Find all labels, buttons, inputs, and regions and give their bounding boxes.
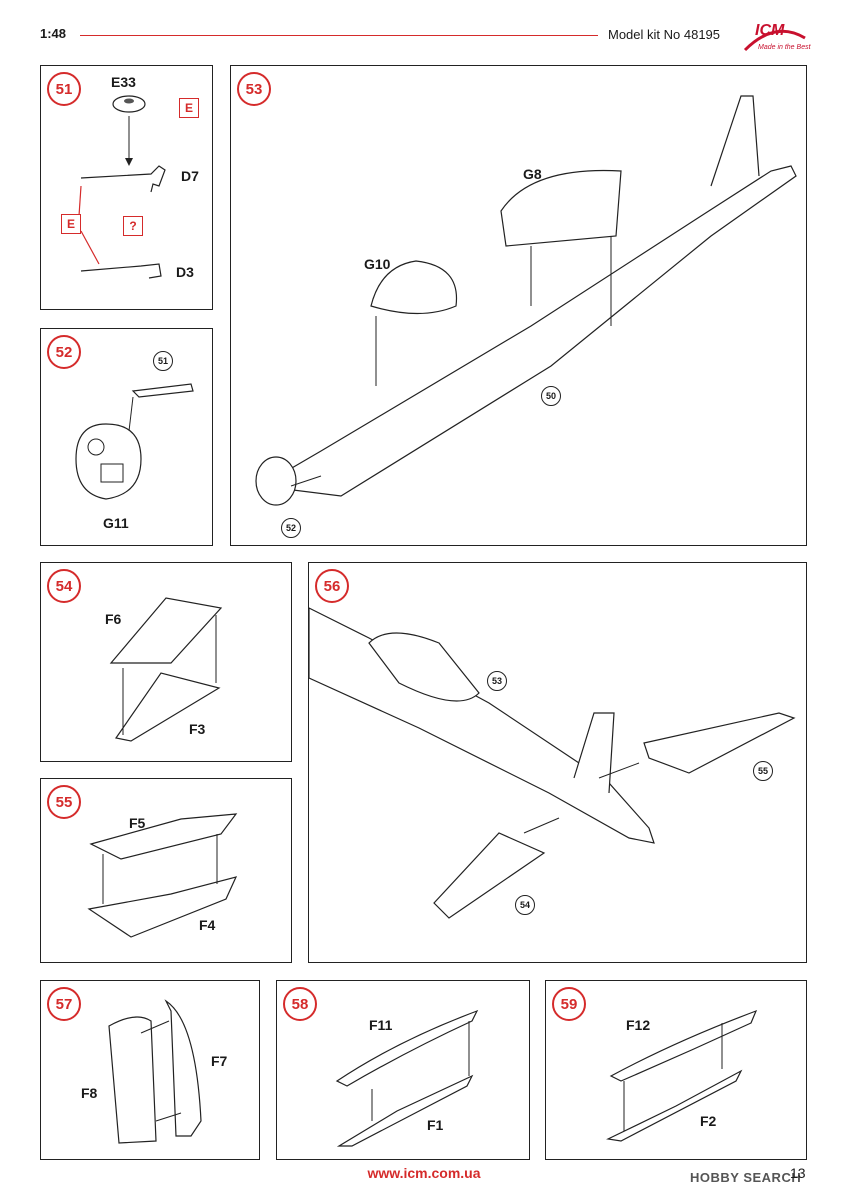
part-f1-label: F1	[427, 1117, 444, 1133]
step-55-drawing	[87, 813, 238, 938]
ref-54: 54	[515, 895, 535, 915]
ref-51: 51	[153, 351, 173, 371]
part-g11-label: G11	[103, 515, 129, 531]
logo-tagline: Made in the Best	[758, 44, 811, 51]
step-56-badge: 56	[315, 569, 349, 603]
footer-url[interactable]: www.icm.com.ua	[367, 1165, 481, 1181]
ref-50: 50	[541, 386, 561, 406]
step-53-badge: 53	[237, 72, 271, 106]
step-52-drawing	[75, 383, 194, 500]
part-f5-label: F5	[129, 815, 146, 831]
step-54-drawing	[109, 597, 223, 742]
question-mark: ?	[123, 216, 143, 236]
ref-52: 52	[281, 518, 301, 538]
step-57-badge: 57	[47, 987, 81, 1021]
part-f11-label: F11	[369, 1017, 393, 1033]
ref-53: 53	[487, 671, 507, 691]
part-f12-label: F12	[626, 1017, 651, 1033]
logo-text: ICM	[755, 22, 785, 39]
header-rule	[80, 35, 598, 36]
watermark: HOBBY SEARCH	[690, 1170, 802, 1185]
step-57-panel: 57 F7 F8	[40, 980, 260, 1160]
part-f2-label: F2	[700, 1113, 717, 1129]
step-51-badge: 51	[47, 72, 81, 106]
step-51-drawing	[78, 95, 166, 279]
part-f4-label: F4	[199, 917, 216, 933]
part-d7-label: D7	[181, 168, 199, 184]
step-52-badge: 52	[47, 335, 81, 369]
part-d3-label: D3	[176, 264, 194, 280]
step-59-badge: 59	[552, 987, 586, 1021]
ref-55: 55	[753, 761, 773, 781]
page-number: 13	[790, 1165, 806, 1181]
part-f6-label: F6	[105, 611, 122, 627]
step-53-drawing	[255, 95, 797, 506]
step-54-panel: 54 F6 F3	[40, 562, 292, 762]
step-58-drawing	[335, 1009, 479, 1147]
e-mark-2: E	[61, 214, 81, 234]
step-57-drawing	[108, 999, 202, 1144]
part-f3-label: F3	[189, 721, 206, 737]
kit-number: Model kit No 48195	[608, 27, 721, 42]
step-55-panel: 55 F5 F4	[40, 778, 292, 963]
step-54-badge: 54	[47, 569, 81, 603]
part-g8-label: G8	[523, 166, 542, 182]
e-mark-1: E	[179, 98, 199, 118]
step-58-badge: 58	[283, 987, 317, 1021]
step-59-panel: 59 F12 F2	[545, 980, 807, 1160]
part-g10-label: G10	[364, 256, 391, 272]
icm-logo	[740, 20, 810, 60]
part-f8-label: F8	[81, 1085, 98, 1101]
scale-label: 1:48	[40, 26, 67, 41]
step-58-panel: 58 F11 F1	[276, 980, 530, 1160]
step-59-drawing	[606, 1009, 758, 1142]
part-f7-label: F7	[211, 1053, 228, 1069]
step-56-panel: 56 53 55 54	[308, 562, 807, 963]
step-53-panel: 53 G8 G10 50 52	[230, 65, 807, 546]
step-55-badge: 55	[47, 785, 81, 819]
step-51-panel: 51 E33 E D7 E ? D3	[40, 65, 213, 310]
step-56-drawing	[308, 607, 796, 919]
step-52-panel: 52 51 G11	[40, 328, 213, 546]
part-e33-label: E33	[111, 74, 136, 90]
